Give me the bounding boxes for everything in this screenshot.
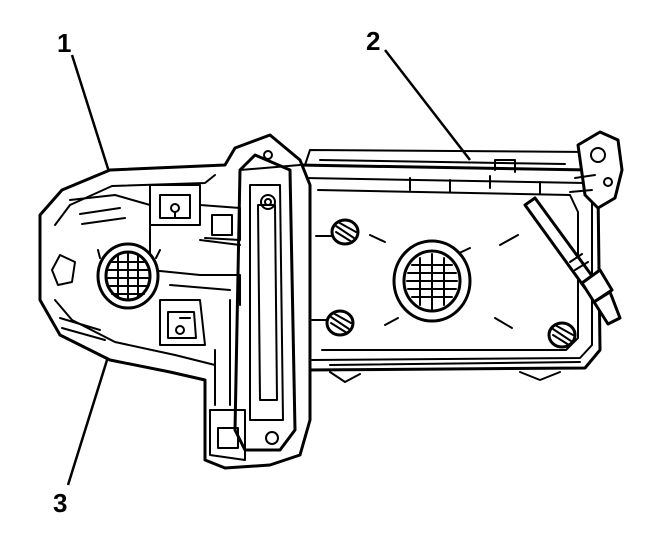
mounting-tab-right: [569, 130, 624, 210]
headlamp-vent-grommet: [96, 242, 161, 310]
callout-2: 2: [366, 26, 381, 56]
leader-line-2: [384, 49, 471, 161]
adjuster-screws: [311, 218, 577, 349]
adjuster-lower-right: [547, 321, 577, 349]
bulb-socket-connector: [523, 196, 622, 326]
headlamp-carrier-panel: [38, 133, 312, 470]
adjuster-lower-left: [311, 309, 355, 337]
callout-3: 3: [53, 488, 68, 518]
adjuster-upper-left: [315, 218, 360, 246]
leader-line-1: [70, 54, 112, 176]
center-bulb-socket: [392, 239, 472, 323]
callout-1: 1: [57, 28, 72, 58]
